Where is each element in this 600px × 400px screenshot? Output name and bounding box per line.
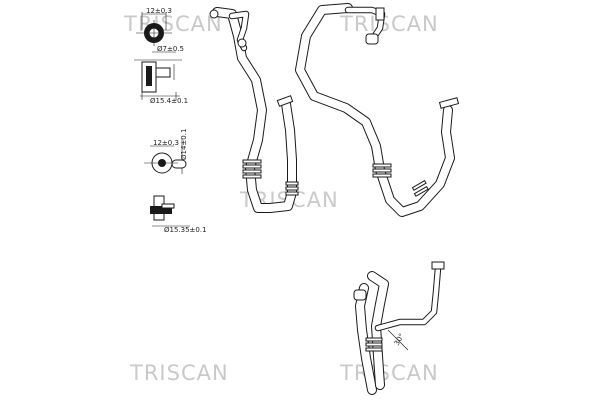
detail-b-fitting: Ø7±0.5 Ø15.4±0.1 [134, 45, 188, 105]
fitting-core [146, 66, 152, 86]
detail-d-fitting: 12±0.3 Ø14±0.1 [144, 129, 188, 174]
pipe-end-fitting [209, 9, 294, 107]
detail-e-fitting: Ø15.35±0.1 [150, 195, 207, 234]
dimension-label: 30° [393, 332, 406, 347]
dimension-label: 12±0.3 [153, 139, 179, 147]
pipe-end-fitting [365, 7, 460, 109]
watermark-top-left: TRISCAN [123, 12, 223, 36]
ferrule-set [365, 337, 383, 352]
ferrule-set [242, 159, 299, 196]
watermark-bottom-left: TRISCAN [129, 361, 229, 385]
fitting-tab [171, 159, 187, 169]
fitting-flange [150, 206, 172, 214]
fitting-nipple [155, 67, 171, 78]
watermark-bottom-right: TRISCAN [339, 361, 439, 385]
detail-a-fitting: 12±0.3 [136, 7, 172, 46]
dimension-label: Ø7±0.5 [157, 45, 184, 53]
pipe-assembly-a [209, 7, 299, 213]
dimension-label: Ø15.35±0.1 [164, 226, 207, 234]
fitting-nipple [161, 203, 175, 209]
pipe-assembly-b [295, 3, 460, 217]
watermark-top-right: TRISCAN [339, 12, 439, 36]
dimension-label: Ø14±0.1 [180, 129, 188, 160]
dimension-label: 12±0.3 [146, 7, 172, 15]
dimension-label: Ø15.4±0.1 [150, 97, 188, 105]
pipe-assembly-c: 30° [353, 261, 445, 395]
watermarks: TRISCAN TRISCAN TRISCAN TRISCAN TRISCAN [123, 12, 439, 385]
ferrule-set [372, 163, 429, 197]
pipe-end-fitting [353, 261, 445, 301]
